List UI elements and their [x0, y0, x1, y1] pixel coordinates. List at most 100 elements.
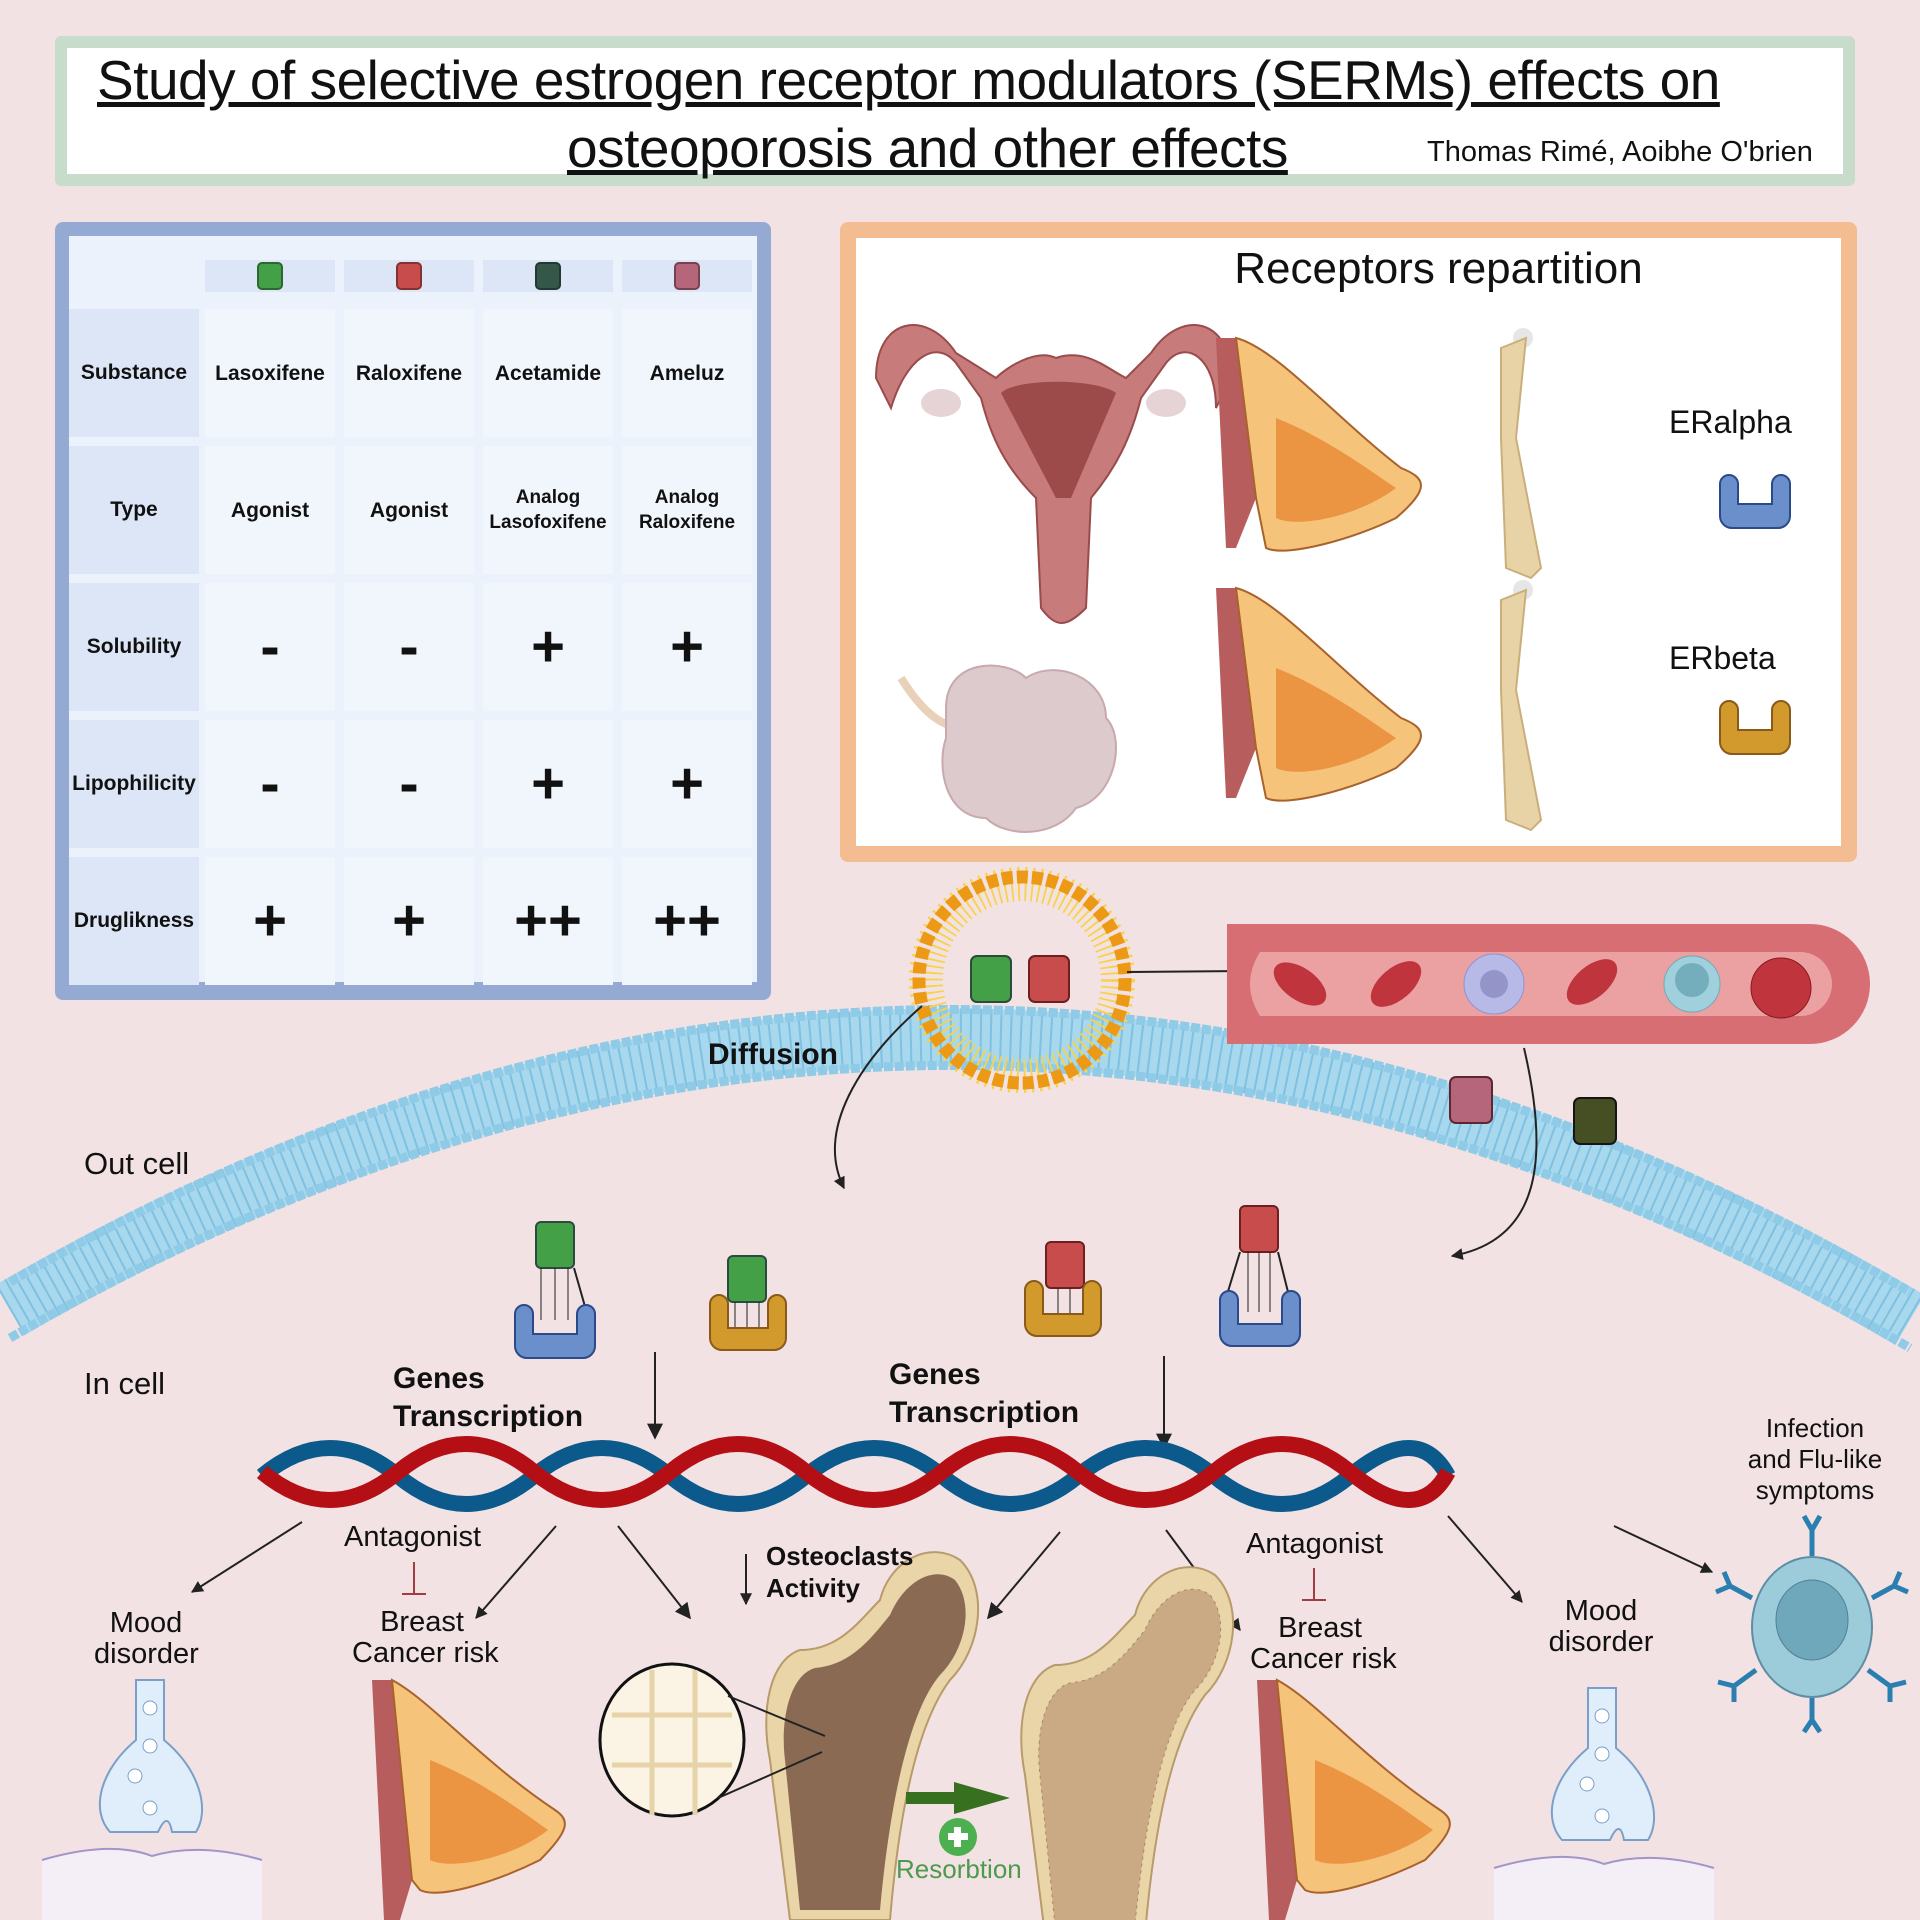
diffusion-arrow: [833, 1005, 923, 1190]
swatch-cell: [205, 260, 335, 292]
cell-membrane: [0, 1005, 1920, 1352]
synapse-icon: [41, 1679, 263, 1920]
inhibition-icon-left: [402, 1562, 426, 1595]
erbeta-receptor-icon: [1719, 700, 1791, 755]
title-banner: Study of selective estrogen receptor mod…: [55, 36, 1855, 186]
in-cell-label: In cell: [84, 1366, 165, 1401]
arrow-mood-left: [190, 1521, 303, 1593]
table-cell: Lasoxifene: [205, 309, 335, 437]
receptors-illustrations: [874, 324, 1791, 833]
genes-transcription-label-right: Genes Transcription: [889, 1358, 1080, 1429]
title-line-2: osteoporosis and other effects: [567, 117, 1288, 179]
genes-transcription-label-left: Genes Transcription: [393, 1362, 584, 1433]
breast-cancer-risk-label-left: Breast Cancer risk: [352, 1606, 499, 1669]
antagonist-label-left: Antagonist: [344, 1521, 482, 1553]
resorption-arrow-icon: [906, 1782, 1010, 1814]
compound-color-swatch: [257, 262, 283, 290]
row-header: Druglikness: [69, 857, 199, 985]
infection-symptoms-label: Infection and Flu-like symptoms: [1747, 1413, 1883, 1505]
lasoxifene-molecule: [970, 955, 1012, 1003]
acetamide-molecule: [1573, 1097, 1617, 1145]
immune-cell-icon: [1715, 1514, 1909, 1734]
erbeta-label: ERbeta: [1669, 640, 1776, 676]
dna-helix-icon: [256, 1436, 1456, 1512]
entry-arrow: [1450, 1047, 1538, 1260]
table-cell: Ameluz: [622, 309, 752, 437]
ameluz-molecule: [1449, 1076, 1493, 1124]
table-cell: Raloxifene: [344, 309, 474, 437]
table-cell: -: [205, 583, 335, 711]
compound-color-swatch: [535, 262, 561, 290]
table-cell: -: [205, 720, 335, 848]
arrow-bone-right: [986, 1531, 1061, 1620]
compound-color-swatch: [396, 262, 422, 290]
femur-icon: [1500, 328, 1543, 580]
arrow-bone-left: [617, 1525, 691, 1620]
table-cell: Agonist: [344, 446, 474, 574]
table-cell: ++: [483, 857, 613, 985]
arrow-breast-left: [475, 1525, 557, 1619]
blood-vessel-icon: [1227, 924, 1870, 1044]
magnified-bone-icon: [598, 1662, 826, 1818]
healthy-bone-icon: [765, 1551, 980, 1920]
receptors-panel-inner: Receptors repartition ERalpha ERbeta: [856, 238, 1841, 846]
table-cell: +: [205, 857, 335, 985]
table-cell: +: [483, 583, 613, 711]
raloxifene-erbeta-complex: [1024, 1241, 1102, 1337]
breast-icon: [1257, 1678, 1451, 1920]
ovary-icon: [897, 664, 1117, 833]
row-header: Lipophilicity: [69, 720, 199, 848]
table-cell: Analog Lasofoxifene: [483, 446, 613, 574]
plus-icon: [939, 1818, 977, 1856]
title-line-1: Study of selective estrogen receptor mod…: [97, 49, 1720, 111]
eralpha-label: ERalpha: [1669, 404, 1792, 440]
table-cell: -: [344, 720, 474, 848]
row-header: Solubility: [69, 583, 199, 711]
table-cell: +: [344, 857, 474, 985]
compound-color-swatch: [674, 262, 700, 290]
synapse-icon: [1493, 1687, 1715, 1920]
uterus-icon: [874, 324, 1233, 624]
mood-disorder-label-left: Mood disorder: [94, 1607, 199, 1670]
connector-line: [1126, 970, 1246, 973]
lasoxifene-erbeta-complex: [709, 1255, 787, 1351]
diffusion-label: Diffusion: [708, 1038, 838, 1071]
breast-icon: [1216, 336, 1422, 552]
receptors-panel: Receptors repartition ERalpha ERbeta: [840, 222, 1857, 862]
table-cell: -: [344, 583, 474, 711]
title-panel: Study of selective estrogen receptor mod…: [67, 48, 1843, 179]
arrow-infection: [1613, 1525, 1714, 1573]
breast-cancer-risk-label-right: Breast Cancer risk: [1250, 1612, 1397, 1675]
liposome-icon: [909, 867, 1135, 1093]
eralpha-receptor-icon: [1719, 474, 1791, 529]
authors: Thomas Rimé, Aoibhe O'brien: [1427, 136, 1813, 168]
out-cell-label: Out cell: [84, 1146, 190, 1181]
raloxifene-eralpha-complex: [1219, 1205, 1301, 1347]
table-cell: +: [622, 720, 752, 848]
table-cell: Agonist: [205, 446, 335, 574]
pathway-diagram: [0, 867, 1920, 1920]
osteoclasts-activity-label: Osteoclasts Activity: [766, 1541, 914, 1603]
swatch-cell: [344, 260, 474, 292]
swatch-cell: [483, 260, 613, 292]
mood-disorder-label-right: Mood disorder: [1548, 1595, 1654, 1658]
table-cell: ++: [622, 857, 752, 985]
breast-icon: [1216, 586, 1422, 802]
receptors-title: Receptors repartition: [1234, 244, 1643, 293]
resorption-label: Resorbtion: [896, 1854, 1022, 1884]
row-header: Substance: [69, 309, 199, 437]
swatch-cell: [622, 260, 752, 292]
row-header: Type: [69, 446, 199, 574]
table-cell: +: [622, 583, 752, 711]
antagonist-label-right: Antagonist: [1246, 1528, 1384, 1560]
raloxifene-molecule: [1028, 955, 1070, 1003]
breast-icon: [372, 1678, 566, 1920]
lasoxifene-eralpha-complex: [514, 1221, 596, 1359]
osteoporotic-bone-icon: [1020, 1566, 1235, 1920]
table-cell: Analog Raloxifene: [622, 446, 752, 574]
arrow-mood-right: [1447, 1515, 1523, 1603]
table-cell: Acetamide: [483, 309, 613, 437]
table-cell: +: [483, 720, 613, 848]
